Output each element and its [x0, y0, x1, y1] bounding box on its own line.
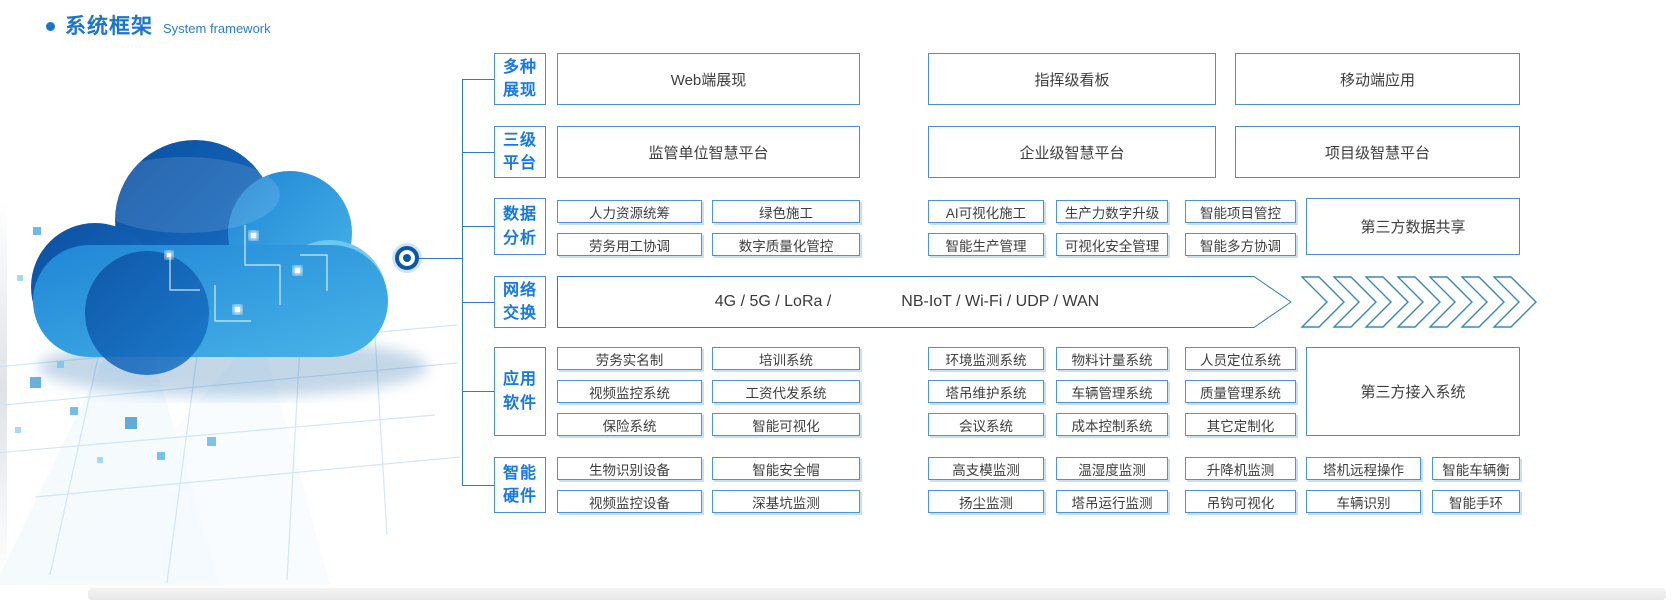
box-app-item: 视频监控系统 [557, 380, 702, 403]
category-label-line: 软件 [502, 394, 537, 412]
box-data-analysis-item: 人力资源统筹 [557, 200, 702, 223]
cloud-glow-squares [165, 231, 302, 314]
network-banner-shape [557, 276, 1292, 328]
box-web-display: Web端展现 [557, 53, 860, 105]
box-data-analysis-item: 劳务用工协调 [557, 233, 702, 256]
box-hardware-item: 生物识别设备 [557, 457, 702, 480]
box-hardware-item: 智能车辆衡 [1432, 457, 1520, 480]
box-hardware-item: 塔吊运行监测 [1056, 490, 1168, 513]
category-label-line: 硬件 [502, 488, 537, 505]
box-data-analysis-item: 智能多方协调 [1185, 233, 1296, 256]
connector-stub [462, 226, 494, 227]
title-zh: 系统框架 [65, 15, 153, 38]
category-label-line: 展现 [502, 82, 537, 99]
box-app-item: 人员定位系统 [1185, 347, 1296, 370]
connector-trunk-line [462, 79, 463, 486]
box-supervision-platform: 监管单位智慧平台 [557, 126, 860, 178]
box-hardware-item: 塔机远程操作 [1306, 457, 1421, 480]
category-label-line: 网络 [502, 281, 537, 299]
box-app-item: 会议系统 [928, 413, 1044, 436]
category-label-line: 数据 [502, 206, 537, 224]
box-app-item: 环境监测系统 [928, 347, 1044, 370]
category-data-analysis: 数据 分析 [494, 198, 546, 255]
category-three-level-platform: 三级 平台 [494, 126, 546, 178]
page-title: 系统框架 System framework [46, 10, 271, 40]
box-data-analysis-item: 智能生产管理 [928, 233, 1044, 256]
box-data-analysis-item: 生产力数字升级 [1056, 200, 1168, 223]
box-project-platform: 项目级智慧平台 [1235, 126, 1520, 178]
box-app-item: 塔吊维护系统 [928, 380, 1044, 403]
box-command-dashboard: 指挥级看板 [928, 53, 1216, 105]
box-hardware-item: 扬尘监测 [928, 490, 1044, 513]
connector-stub [462, 152, 494, 153]
category-label-line: 智能 [502, 464, 537, 482]
network-protocols-left: 4G / 5G / LoRa / [714, 293, 832, 310]
box-hardware-item: 吊钩可视化 [1185, 490, 1296, 513]
box-hardware-item: 温湿度监测 [1056, 457, 1168, 480]
box-data-analysis-item: 智能项目管控 [1185, 200, 1296, 223]
box-app-item: 智能可视化 [712, 413, 860, 436]
box-app-item: 保险系统 [557, 413, 702, 436]
box-hardware-item: 升降机监测 [1185, 457, 1296, 480]
box-hardware-item: 高支模监测 [928, 457, 1044, 480]
box-app-item: 其它定制化 [1185, 413, 1296, 436]
box-third-party-data-sharing: 第三方数据共享 [1306, 198, 1520, 255]
network-banner [557, 276, 1537, 328]
cloud-body [31, 140, 388, 375]
cloud-illustration [0, 140, 461, 585]
box-data-analysis-item: 绿色施工 [712, 200, 860, 223]
connector-stub [462, 302, 494, 303]
cloud-node-icon [395, 246, 419, 270]
box-app-item: 物料计量系统 [1056, 347, 1168, 370]
category-label-line: 三级 [502, 131, 537, 149]
category-app-software: 应用 软件 [494, 347, 546, 436]
category-multi-display: 多种 展现 [494, 53, 546, 105]
box-app-item: 质量管理系统 [1185, 380, 1296, 403]
box-app-item: 成本控制系统 [1056, 413, 1168, 436]
box-data-analysis-item: 数字质量化管控 [712, 233, 860, 256]
category-label-line: 交换 [502, 305, 537, 322]
box-app-item: 工资代发系统 [712, 380, 860, 403]
connector-stub [462, 79, 494, 80]
connector-cloud-line [419, 258, 462, 259]
chevron-arrows-icon [1300, 276, 1537, 328]
category-label-line: 分析 [502, 229, 537, 247]
category-label-line: 应用 [502, 371, 537, 389]
category-network-exchange: 网络 交换 [494, 276, 546, 328]
backdrop-bottom-band [88, 588, 1666, 600]
title-bullet-icon [46, 21, 55, 31]
box-enterprise-platform: 企业级智慧平台 [928, 126, 1216, 178]
box-hardware-item: 智能安全帽 [712, 457, 860, 480]
title-en: System framework [163, 21, 271, 36]
box-hardware-item: 视频监控设备 [557, 490, 702, 513]
category-smart-hardware: 智能 硬件 [494, 457, 546, 513]
box-data-analysis-item: AI可视化施工 [928, 200, 1044, 223]
box-hardware-item: 深基坑监测 [712, 490, 860, 513]
category-label-line: 平台 [502, 155, 537, 172]
box-hardware-item: 车辆识别 [1306, 490, 1421, 513]
box-third-party-access-system: 第三方接入系统 [1306, 347, 1520, 436]
scatter-squares [15, 227, 216, 463]
box-data-analysis-item: 可视化安全管理 [1056, 233, 1168, 256]
category-label-line: 多种 [502, 58, 537, 76]
network-protocols-right: NB-IoT / Wi-Fi / UDP / WAN [901, 293, 1100, 310]
backdrop-strip [0, 200, 7, 580]
box-app-item: 培训系统 [712, 347, 860, 370]
box-hardware-item: 智能手环 [1432, 490, 1520, 513]
connector-stub [462, 391, 494, 392]
box-app-item: 车辆管理系统 [1056, 380, 1168, 403]
box-app-item: 劳务实名制 [557, 347, 702, 370]
cloud-circuit-traces [169, 225, 328, 322]
network-protocols: 4G / 5G / LoRa / NB-IoT / Wi-Fi / UDP / … [557, 276, 1257, 328]
connector-stub [462, 485, 494, 486]
box-mobile-app: 移动端应用 [1235, 53, 1520, 105]
